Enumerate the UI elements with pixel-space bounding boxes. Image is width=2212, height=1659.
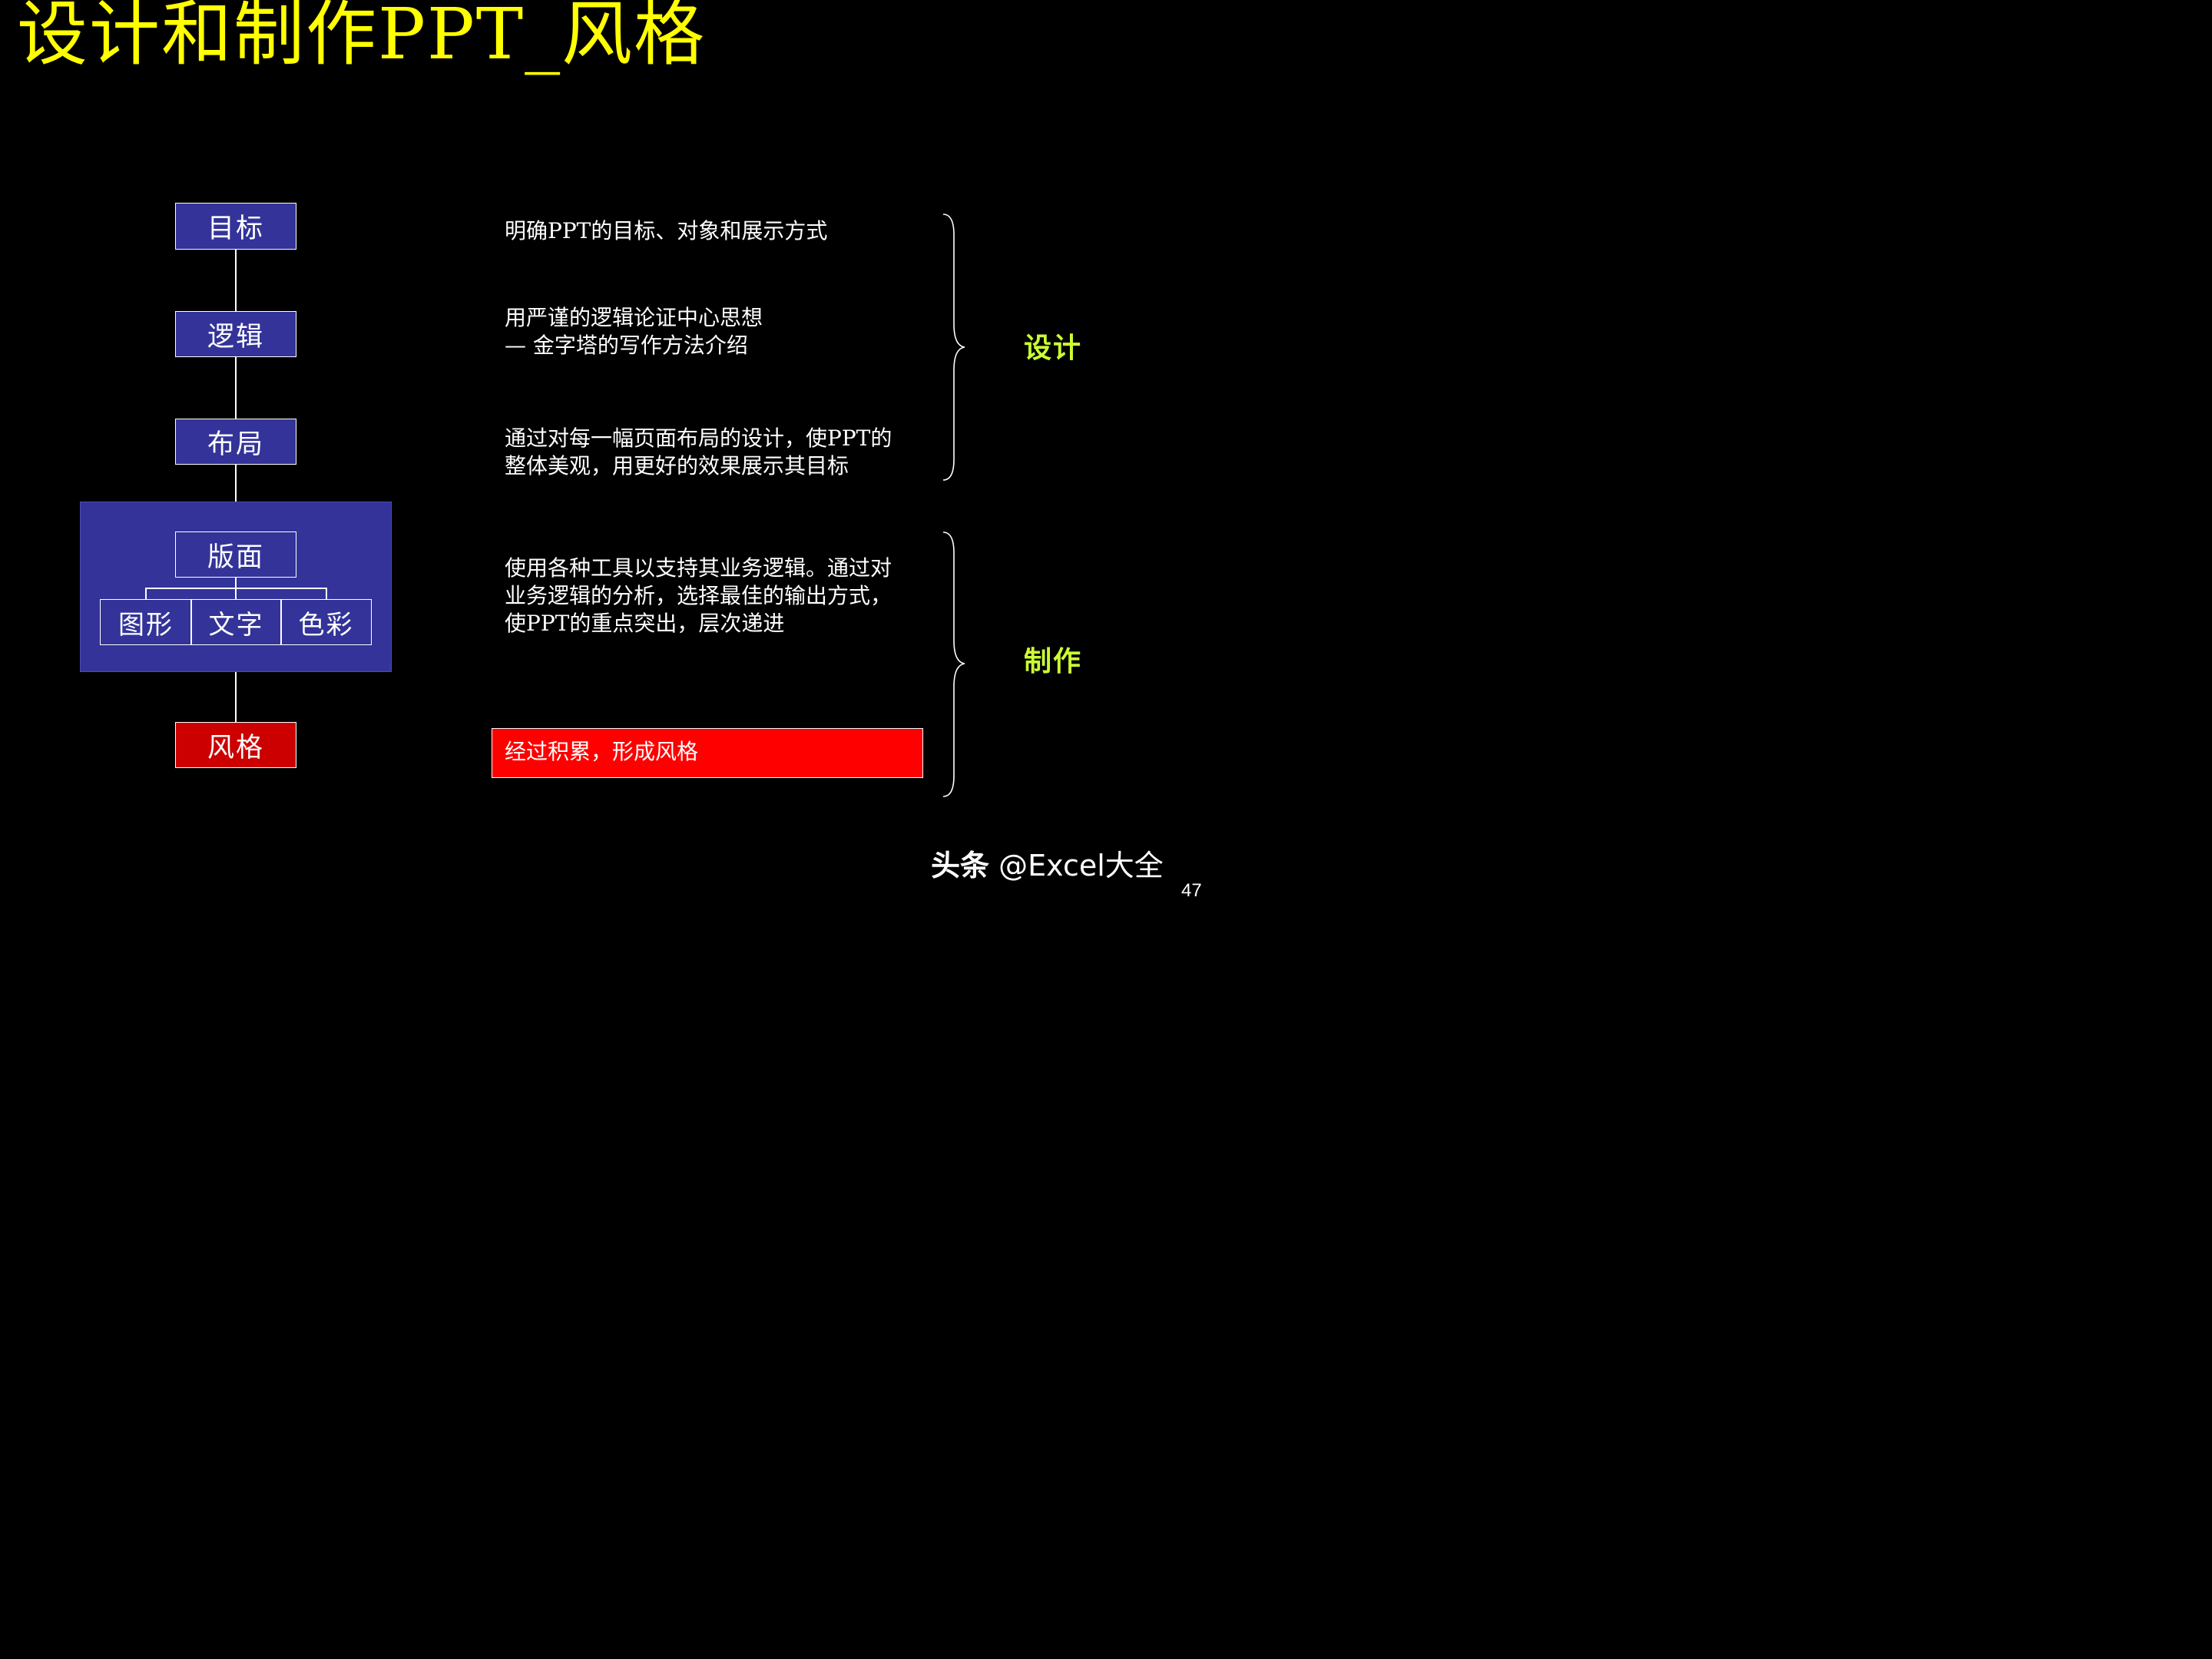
desc-logic: 用严谨的逻辑论证中心思想 — 金字塔的写作方法介绍 [505, 304, 763, 359]
desc-layout-line-1: 通过对每一幅页面布局的设计，使PPT的 [505, 426, 892, 451]
desc-style-highlight: 经过积累，形成风格 [492, 728, 923, 778]
color-box: 色彩 [280, 599, 372, 645]
connector-to-graphics [145, 588, 147, 600]
desc-page-line-2: 业务逻辑的分析，选择最佳的输出方式， [505, 583, 892, 608]
slide-title: 设计和制作PPT_风格 [17, 0, 707, 75]
desc-layout-line-2: 整体美观，用更好的效果展示其目标 [505, 453, 849, 478]
stage-page-box: 版面 [175, 531, 296, 578]
desc-style-text: 经过积累，形成风格 [505, 739, 699, 764]
desc-logic-line-1: 用严谨的逻辑论证中心思想 [505, 305, 763, 330]
connector-panel-style [235, 672, 237, 723]
make-brace-path [942, 531, 965, 797]
group-label-design: 设计 [1024, 333, 1083, 364]
stage-layout-box: 布局 [175, 419, 296, 465]
watermark-handle: @Excel大全 [998, 849, 1164, 882]
desc-page-line-1: 使用各种工具以支持其业务逻辑。通过对 [505, 555, 892, 581]
watermark-brand: 头条 [931, 849, 990, 882]
desc-page: 使用各种工具以支持其业务逻辑。通过对 业务逻辑的分析，选择最佳的输出方式， 使P… [505, 555, 892, 637]
connector-page-down [235, 578, 237, 588]
desc-layout: 通过对每一幅页面布局的设计，使PPT的 整体美观，用更好的效果展示其目标 [505, 425, 892, 480]
page-number: 47 [1181, 880, 1202, 901]
connector-goal-logic [235, 249, 237, 312]
connector-to-text [235, 588, 237, 600]
make-brace [942, 531, 965, 797]
stage-goal-box: 目标 [175, 203, 296, 250]
design-brace [942, 214, 965, 481]
connector-logic-layout [235, 356, 237, 419]
desc-goal-line-1: 明确PPT的目标、对象和展示方式 [505, 218, 828, 243]
text-box: 文字 [190, 599, 282, 645]
desc-page-line-3: 使PPT的重点突出，层次递进 [505, 611, 785, 636]
stage-style-box: 风格 [175, 722, 296, 768]
graphics-box: 图形 [100, 599, 192, 645]
connector-to-color [326, 588, 327, 600]
watermark: 头条 @Excel大全 [931, 842, 1164, 884]
group-label-make: 制作 [1024, 646, 1083, 677]
connector-layout-panel [235, 464, 237, 502]
desc-goal: 明确PPT的目标、对象和展示方式 [505, 217, 827, 245]
desc-logic-line-2: — 金字塔的写作方法介绍 [505, 333, 748, 358]
design-brace-path [942, 214, 965, 481]
stage-logic-box: 逻辑 [175, 311, 296, 357]
